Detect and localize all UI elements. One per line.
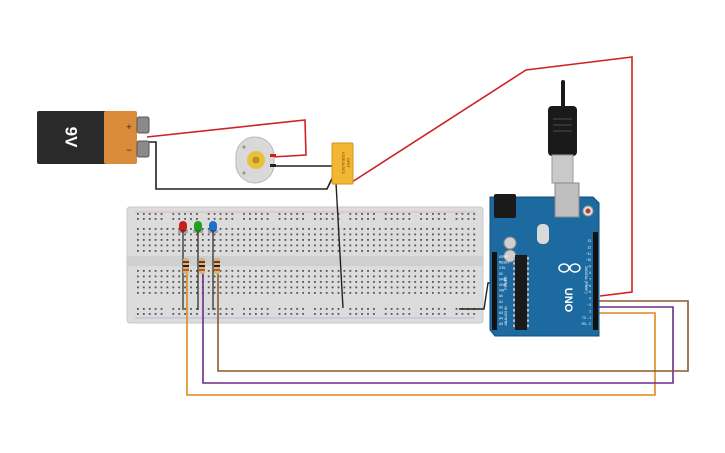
left-pin-label-1: RESET [499,261,510,265]
resistor-2[interactable] [199,258,205,274]
microcontroller-chip [515,255,527,330]
chip-pins [513,257,529,328]
digital-pin-label-5: 8 [589,271,591,275]
left-pin-label-9: A2 [499,305,503,309]
digital-header[interactable] [593,232,598,330]
left-pin-label-10: A3 [499,311,503,315]
wire-orange[interactable] [186,268,656,396]
digital-pin-label-11: 2 [589,309,591,313]
left-pin-label-6: VIN [499,289,505,293]
wire-black-relay-breadboard[interactable] [335,182,344,309]
left-pin-label-12: A5 [499,322,503,326]
wire-red-battery-motor[interactable] [146,119,307,158]
usb-port [554,182,580,218]
left-pin-label-0: IOREF [499,255,509,259]
arduino-brand-label: UNO [562,288,574,313]
digital-pin-label-8: ~5 [587,290,591,294]
resistor-3[interactable] [214,258,220,274]
arduino-logo [558,263,581,273]
battery-plus-label: + [126,122,131,132]
led-blue[interactable] [208,221,218,233]
relay-sub-label: DPDT [346,158,350,168]
dc-motor[interactable] [235,136,276,184]
digital-pin-label-13: RX←0 [582,322,592,326]
battery-minus-label: − [126,145,131,155]
digital-pin-label-3: ~10 [586,258,592,262]
digital-pin-label-1: 12 [587,245,591,249]
digital-pin-label-10: ~3 [587,303,591,307]
left-pin-label-3: 5V [499,272,504,276]
left-pin-label-11: A4 [499,317,503,321]
left-pin-label-7: A0 [499,294,503,298]
left-pin-label-2: 3.3V [499,266,506,270]
arduino-power-label: POWER [504,276,508,290]
left-pin-label-5: GND [499,283,507,287]
arduino-digital-label: DIGITAL (PWM~) [584,266,588,293]
breadboard-holes [137,213,476,315]
power-header[interactable] [492,252,497,330]
led-red[interactable] [178,221,188,233]
arduino-analog-label: ANALOG IN [504,306,508,326]
resistor-1[interactable] [183,258,189,274]
digital-pin-labels: 13 12 ~11 ~10 ~9 8 7 ~6 ~5 4 ~3 2TX→1RX←0 [582,239,592,326]
digital-pin-label-4: ~9 [587,265,591,269]
relay[interactable]: KS2E-M-DC5 DPDT [331,142,354,185]
usb-cable[interactable] [548,80,577,184]
digital-pin-label-9: 4 [589,297,591,301]
digital-pin-label-7: ~6 [587,284,591,288]
power-jack [494,194,516,218]
wire-brown[interactable] [217,268,689,372]
digital-pin-label-2: ~11 [586,252,591,256]
wire-red-relay-arduino[interactable] [351,56,633,297]
left-pin-label-8: A1 [499,300,503,304]
digital-pin-label-6: 7 [589,277,591,281]
digital-pin-label-12: TX→1 [582,316,591,320]
breadboard[interactable] [126,206,484,324]
left-pin-label-4: GND [499,277,507,281]
led-green[interactable] [193,221,203,233]
battery-voltage-label: 9V [62,127,81,148]
arduino-uno[interactable]: UNO POWER ANALOG IN DIGITAL (PWM~) 13 12 ~… [489,182,600,337]
relay-label: KS2E-M-DC5 [341,152,345,173]
resistors [183,258,220,274]
wire-black-motor-relay[interactable] [272,162,339,167]
wire-purple[interactable] [202,268,674,384]
digital-pin-label-0: 13 [587,239,591,243]
wire-black-battery-relay[interactable] [149,141,337,190]
leds [178,221,218,233]
battery-9v[interactable]: 9V + − [37,111,150,164]
